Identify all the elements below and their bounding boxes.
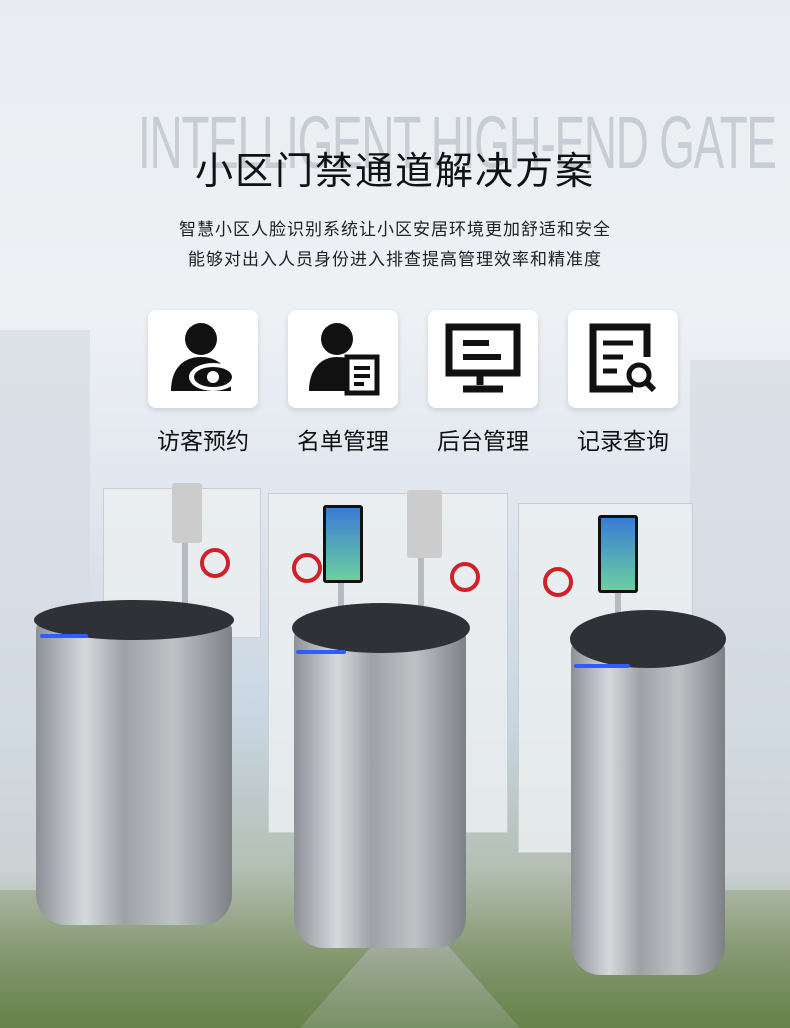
subtitle-line-1: 智慧小区人脸识别系统让小区安居环境更加舒适和安全 [179,220,611,240]
face-terminal [407,490,442,558]
feature-label: 后台管理 [437,429,529,455]
background-heading: INTELLIGENT HIGH-END GATE [138,101,777,184]
face-recognition-screen [598,515,638,593]
led-strip [296,650,346,654]
brand-logo [292,553,322,583]
feature-visitor-booking [148,310,258,408]
led-strip [40,634,88,638]
turnstile-cabinet [571,640,725,975]
person-list-icon [309,323,380,396]
turnstile-cabinet [36,620,232,925]
feature-label: 名单管理 [297,429,389,455]
terminal-pole [182,540,188,610]
page-title: 小区门禁通道解决方案 [194,149,595,193]
led-strip [574,664,630,668]
terminal-pole [418,555,424,615]
feature-backend-management [428,310,538,408]
turnstile-top [570,610,726,668]
feature-record-query [568,310,678,408]
turnstile-cabinet [294,628,466,948]
brand-logo [450,562,480,592]
feature-label: 访客预约 [157,429,249,455]
brand-logo [200,548,230,578]
subtitle-line-2: 能够对出入人员身份进入排查提高管理效率和精准度 [188,250,602,270]
monitor-icon [445,323,521,393]
person-eye-icon [171,323,237,391]
document-search-icon [589,323,657,393]
brand-logo [543,567,573,597]
turnstile-top [292,603,470,653]
feature-list-management [288,310,398,408]
turnstile-top [34,600,234,640]
feature-label: 记录查询 [577,429,669,455]
face-recognition-screen [323,505,363,583]
face-terminal [172,483,202,543]
